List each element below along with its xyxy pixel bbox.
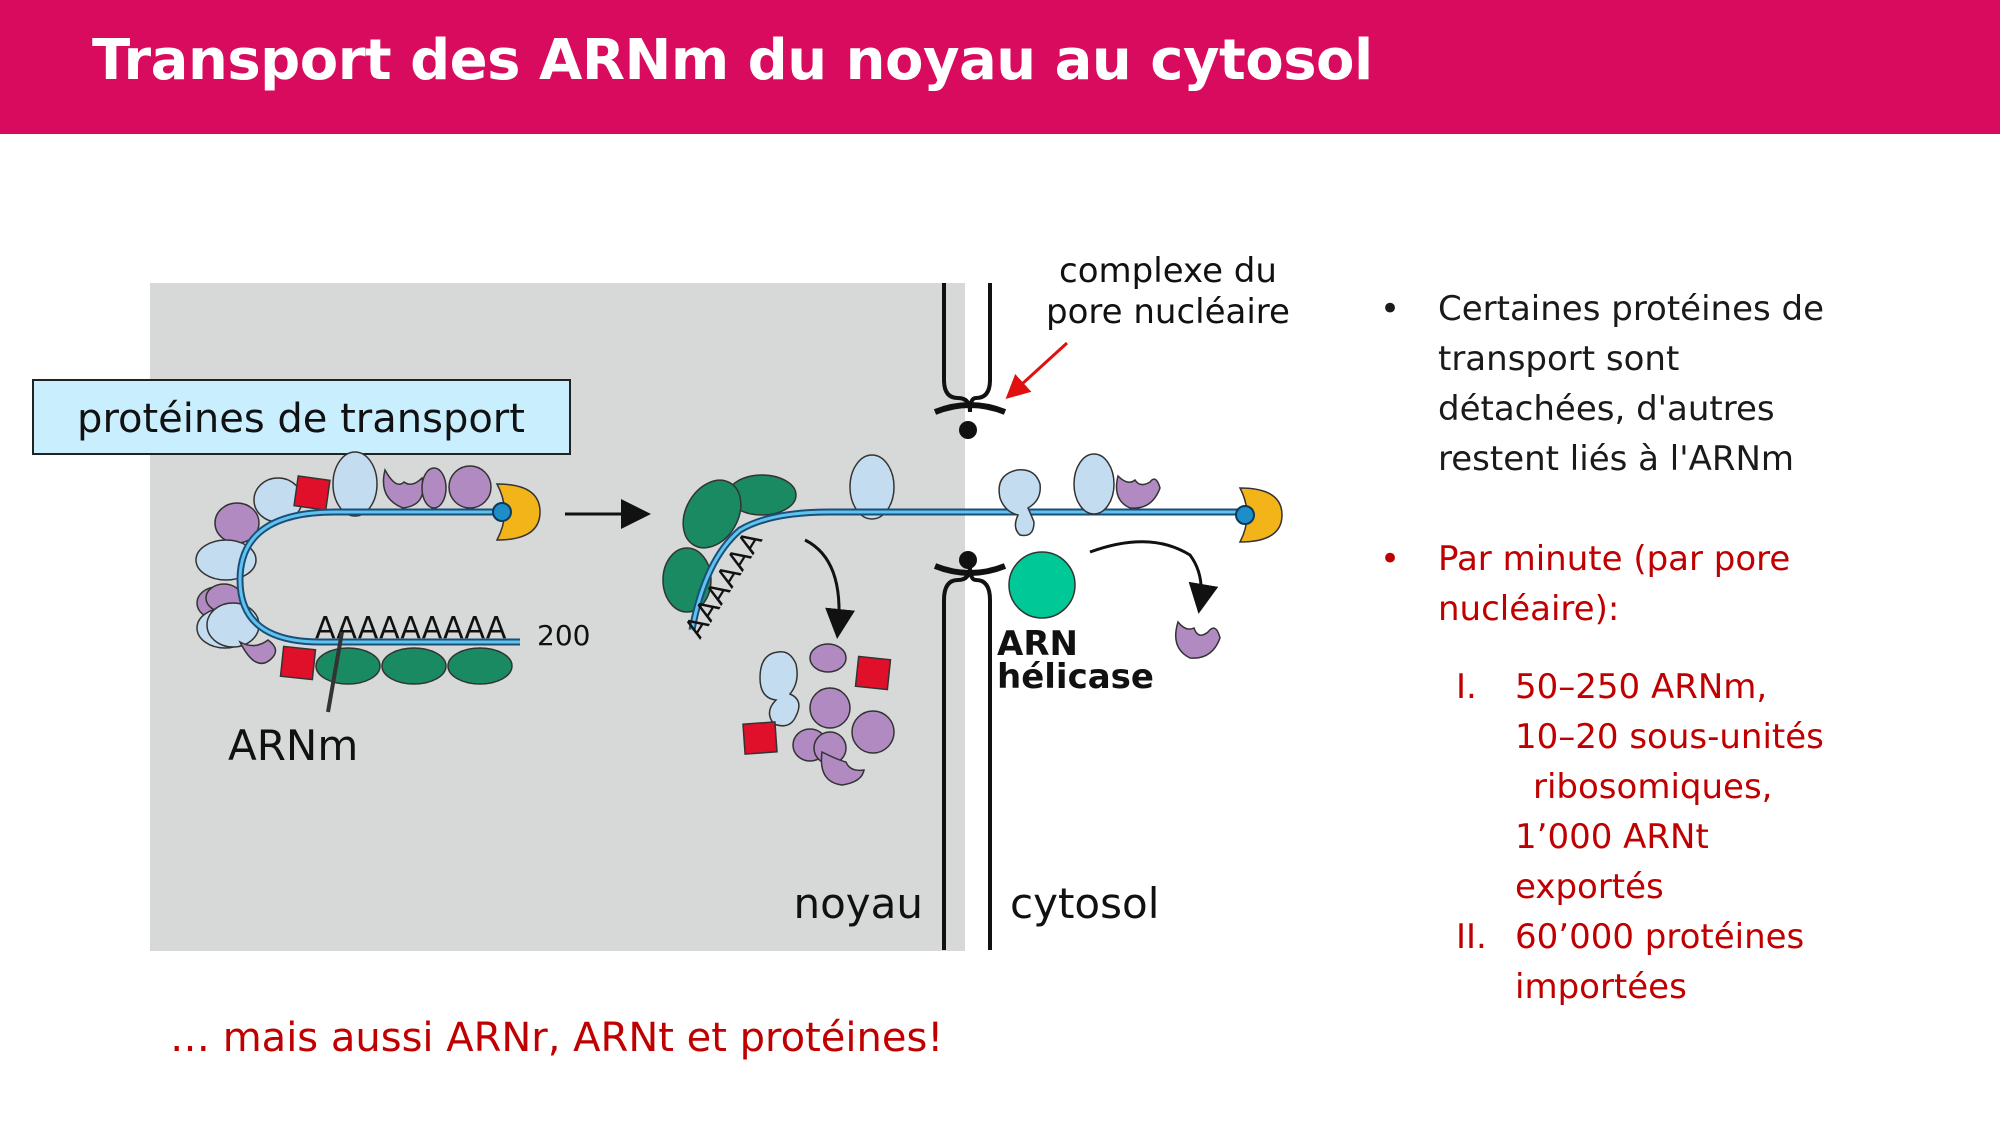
sublist-line: ribosomiques, [1533,767,1773,807]
release-arrow-nucleus [804,538,856,639]
sublist-number: II. [1456,917,1487,957]
footer-note: … mais aussi ARNr, ARNt et protéines! [170,1015,944,1061]
protein-green [381,647,447,685]
bullet-line: restent liés à l'ARNm [1438,439,1795,479]
marker-red [854,655,892,691]
sublist-line: importées [1515,967,1687,1007]
protein-purple [809,687,851,729]
title-bar: Transport des ARNm du noyau au cytosol [0,0,2000,134]
bullet-line: transport sont [1438,339,1680,379]
pore-label-line1: complexe du [1059,251,1277,291]
protein-purple [809,643,847,673]
cap-binding-cytosol [1235,487,1283,543]
release-arrow-cytosol [1089,540,1219,614]
cytosol-label: cytosol [1010,879,1159,928]
protein-blue [206,602,260,648]
marker-red [742,721,778,755]
transport-proteins-label-box [32,379,571,455]
left-mrnp-complex [195,451,513,685]
rate-sublist: I. 50–250 ARNm, 10–20 sous-unités riboso… [1370,662,1970,1012]
protein-blue [849,454,895,520]
nucleus-label: noyau [793,879,923,928]
bullet-line: nucléaire): [1438,589,1620,629]
protein-blue [759,651,800,727]
protein-purple [851,710,895,754]
protein-blue [1073,453,1115,515]
protein-green [682,479,742,549]
notes-panel: • Certaines protéines de transport sont … [1370,284,1970,1012]
middle-mrnp-complex [662,454,895,613]
pore-label-arrow [1005,341,1069,400]
cap-binding-left [492,483,541,541]
sublist-line: 1’000 ARNt [1515,817,1709,857]
released-proteins [742,643,895,786]
protein-blue [332,451,378,517]
marker-red [293,475,331,511]
bullet-line: Par minute (par pore [1438,539,1791,579]
mrna-strand-exported-highlight [690,510,1248,631]
sublist-line: 10–20 sous-unités [1515,717,1824,757]
bullet-line: détachées, d'autres [1438,389,1775,429]
sublist-item-import: II. 60’000 protéines importées [1370,912,1970,1012]
bullet-transport-proteins: • Certaines protéines de transport sont … [1370,284,1970,484]
mrna-label: ARNm [228,721,358,770]
pore-label-line2: pore nucléaire [1046,292,1290,332]
protein-purple [820,750,865,786]
transport-proteins-label: protéines de transport [77,396,525,442]
protein-purple [421,467,447,509]
pore-knob-top [959,421,977,439]
mrna-label-pointer [326,631,344,713]
bullet-marker: • [1380,289,1401,329]
helicase-label-line1: ARN [997,624,1078,664]
bullet-per-minute: • Par minute (par pore nucléaire): [1370,534,1970,634]
sublist-item-export: I. 50–250 ARNm, 10–20 sous-unités riboso… [1370,662,1970,912]
sublist-line: 50–250 ARNm, [1515,667,1768,707]
pore-knob-bottom [959,551,977,569]
sublist-number: I. [1456,667,1477,707]
protein-green [315,647,381,685]
slide-title: Transport des ARNm du noyau au cytosol [92,28,1373,93]
helicase-label-line2: hélicase [997,657,1154,697]
nuclear-pore-complex [933,283,1007,950]
sublist-line: exportés [1515,867,1664,907]
polya-tail-label: AAAAAAAAA [315,611,507,646]
protein-green [447,647,513,685]
protein-purple [1115,474,1161,509]
cytosol-mrnp [998,453,1161,537]
polya-count-label: 200 [537,619,590,652]
protein-purple [382,467,424,509]
bullet-line: Certaines protéines de [1438,289,1825,329]
rna-helicase [1008,551,1076,619]
released-protein-cytosol [1175,620,1221,659]
protein-blue [998,469,1041,537]
mrna-strand-left-highlight [238,510,520,644]
protein-purple [238,639,277,665]
bullet-marker: • [1380,539,1401,579]
sublist-line: 60’000 protéines [1515,917,1805,957]
marker-red [279,645,317,681]
protein-purple [448,465,492,509]
